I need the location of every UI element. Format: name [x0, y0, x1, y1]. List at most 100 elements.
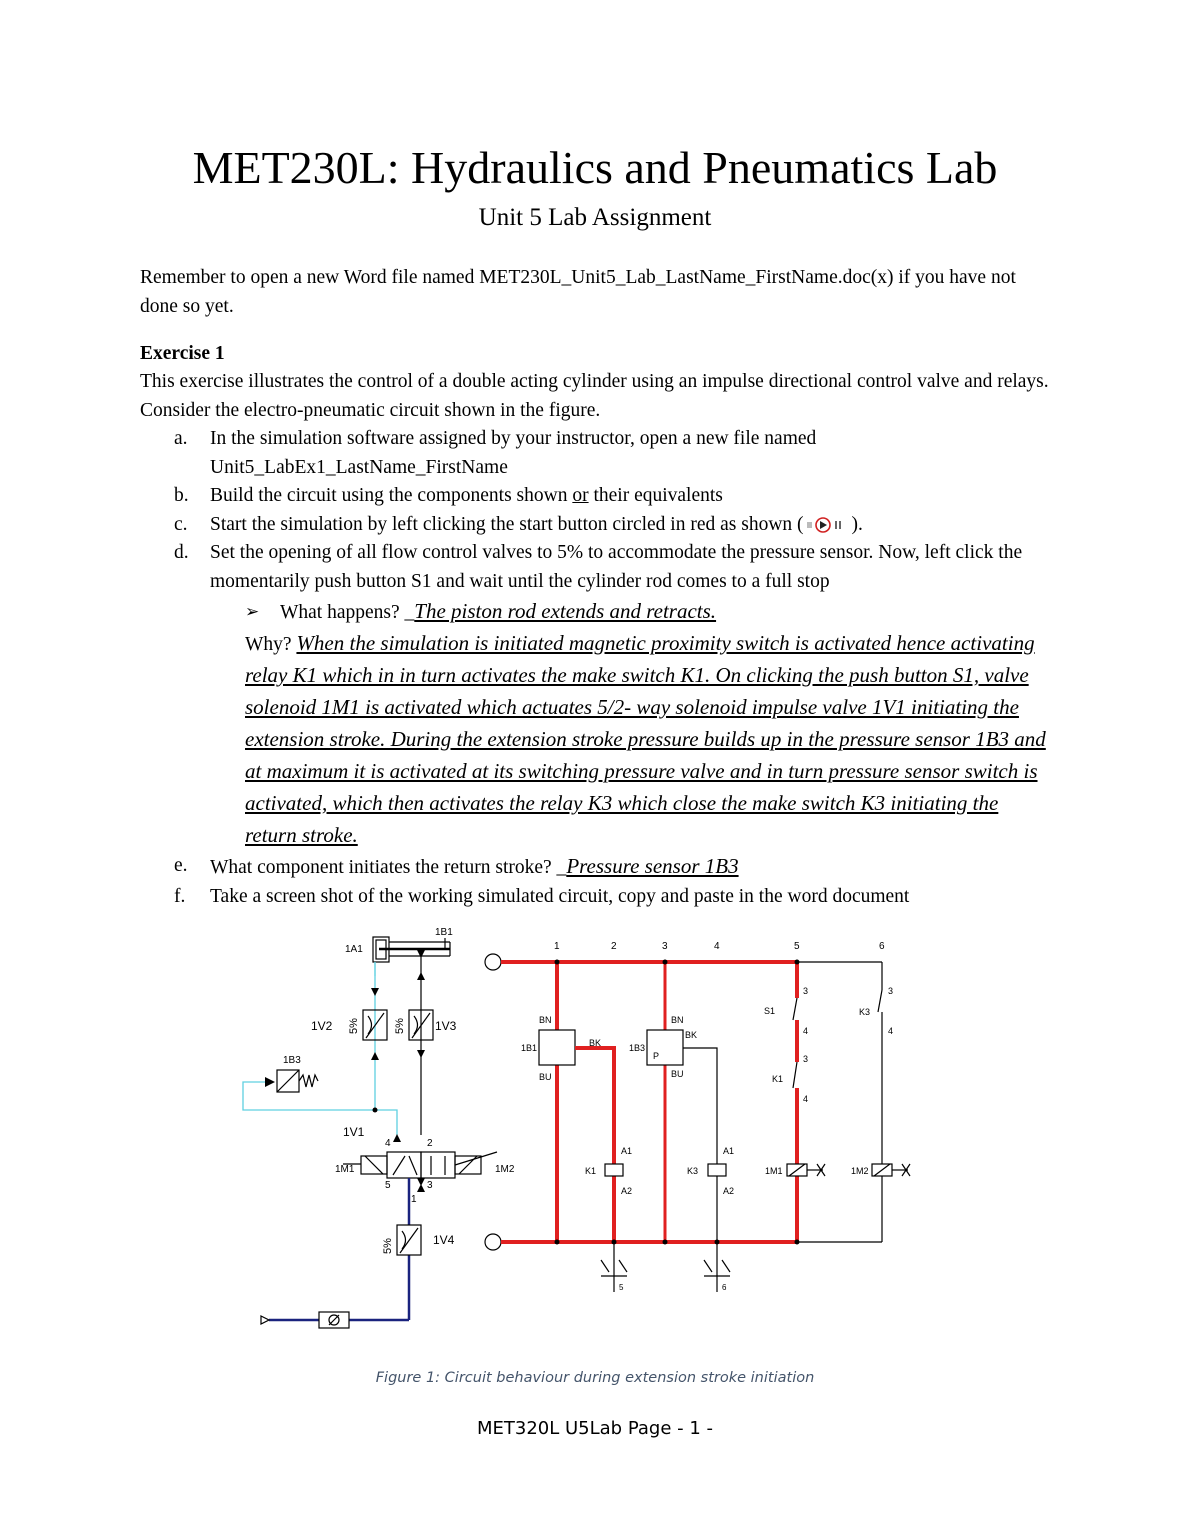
exercise-heading: Exercise 1	[140, 343, 225, 364]
contact-k3-label: K3	[859, 1007, 870, 1017]
document-subtitle: Unit 5 Lab Assignment	[478, 204, 712, 231]
why-label: Why?	[245, 634, 297, 655]
wire-label: BN	[671, 1015, 684, 1025]
contact-number: 3	[803, 986, 808, 996]
play-button-icon	[806, 517, 841, 533]
list-item-a: a. In the simulation software assigned b…	[140, 425, 1050, 482]
pressure-sensor-switch-1b3	[646, 1029, 684, 1066]
flow-valve-1v2	[362, 1009, 388, 1041]
why-answer: When the simulation is initiated magneti…	[245, 631, 1046, 847]
list-marker: f.	[174, 885, 186, 907]
reference-number: 5	[619, 1283, 624, 1292]
power-terminal-top	[484, 953, 502, 971]
intro-paragraph: Remember to open a new Word file named M…	[140, 267, 1016, 317]
list-item-e: e. What component initiates the return s…	[140, 852, 1050, 883]
contact-k3	[877, 989, 883, 1013]
sensor-1b3-label: 1B3	[629, 1043, 645, 1053]
port-label: 5	[385, 1180, 391, 1191]
opening-label: 5%	[382, 1238, 394, 1254]
contact-number: 4	[803, 1026, 808, 1036]
flow-valve-1v4-label: 1V4	[433, 1233, 455, 1247]
contact-number: 4	[888, 1026, 893, 1036]
electrical-circuit: 1 2 3 4 5 6 1B1 BN BK BU K1 A1	[484, 941, 911, 1292]
list-marker: b.	[174, 485, 189, 506]
circuit-diagram: 1A1 1B1 1V2 5%	[242, 927, 911, 1329]
opening-label: 5%	[348, 1018, 360, 1034]
coil-label: A1	[723, 1146, 734, 1156]
proximity-sensor-1b1	[538, 1029, 576, 1066]
what-happens-item: ➢ What happens? _The piston rod extends …	[140, 596, 1050, 628]
relay-k3-coil	[707, 1163, 727, 1177]
wire-label: BU	[539, 1072, 552, 1082]
main-valve-1v1	[343, 1151, 498, 1179]
rung-number: 2	[611, 941, 617, 952]
coil-label: A1	[621, 1146, 632, 1156]
coil-label: A2	[723, 1186, 734, 1196]
solenoid-1m2-label: 1M2	[495, 1164, 515, 1175]
switch-s1-label: S1	[764, 1006, 775, 1016]
port-label: 3	[427, 1180, 433, 1191]
port-label: 2	[427, 1138, 433, 1149]
opening-label: 5%	[394, 1018, 406, 1034]
list-item-text: Take a screen shot of the working simula…	[210, 885, 910, 907]
list-item-text: What component initiates the return stro…	[210, 857, 567, 878]
list-item-text: ).	[851, 513, 863, 535]
list-item-d: d. Set the opening of all flow control v…	[140, 539, 1050, 596]
list-marker: e.	[174, 855, 188, 876]
list-item-text: Build the circuit using the components s…	[210, 485, 573, 506]
document-title: MET230L: Hydraulics and Pneumatics Lab	[192, 142, 998, 193]
flow-valve-1v3-label: 1V3	[435, 1019, 457, 1033]
relay-k1-label: K1	[585, 1166, 596, 1176]
flow-valve-1v4	[396, 1224, 422, 1256]
flow-valve-1v3	[408, 1009, 434, 1041]
main-valve-label: 1V1	[343, 1125, 365, 1139]
what-happens-label: What happens? _	[280, 602, 415, 623]
contact-k1	[792, 1061, 798, 1089]
wire-label: BK	[589, 1038, 601, 1048]
rung-number: 4	[714, 941, 720, 952]
solenoid-1m2-label: 1M2	[851, 1166, 869, 1176]
list-item-text: Set the opening of all flow control valv…	[210, 542, 1023, 592]
list-item-b: b. Build the circuit using the component…	[140, 482, 1050, 511]
relay-k1-coil	[604, 1163, 624, 1177]
figure-caption: Figure 1: Circuit behaviour during exten…	[375, 1370, 815, 1386]
relay-k3-label: K3	[687, 1166, 698, 1176]
arrow-bullet-icon: ➢	[245, 602, 260, 621]
wire-label: BN	[539, 1015, 552, 1025]
contact-reference-k1: 5	[600, 1242, 628, 1292]
list-marker: c.	[174, 513, 188, 535]
cylinder-1a1	[372, 936, 451, 976]
list-marker: a.	[174, 428, 188, 449]
solenoid-1m1-label: 1M1	[765, 1166, 783, 1176]
pressure-sensor-label: 1B3	[283, 1055, 301, 1066]
pressure-symbol: P	[653, 1051, 659, 1061]
contact-reference-k3: 6	[703, 1242, 731, 1292]
exercise-description: This exercise illustrates the control of…	[140, 371, 1049, 421]
list-item-text: their equivalents	[588, 485, 723, 506]
contact-number: 4	[803, 1094, 808, 1104]
flow-valve-1v2-label: 1V2	[311, 1019, 333, 1033]
rung-number: 6	[879, 941, 885, 952]
port-label: 1	[411, 1194, 417, 1205]
power-terminal-bottom	[484, 1233, 502, 1251]
underlined-word: or	[572, 485, 589, 506]
wire-label: BU	[671, 1069, 684, 1079]
wire-label: BK	[685, 1030, 697, 1040]
pneumatic-circuit: 1A1 1B1 1V2 5%	[242, 927, 515, 1329]
list-item-text: Start the simulation by left clicking th…	[210, 513, 804, 535]
solenoid-1m1-label: 1M1	[335, 1164, 355, 1175]
contact-number: 3	[888, 986, 893, 996]
instruction-list: a. In the simulation software assigned b…	[140, 425, 1050, 911]
page-footer: MET320L U5Lab Page - 1 -	[476, 1418, 714, 1439]
reference-number: 6	[722, 1283, 727, 1292]
cylinder-label: 1A1	[345, 944, 363, 955]
list-item-text: In the simulation software assigned by y…	[210, 428, 817, 478]
list-marker: d.	[174, 542, 189, 563]
rung-number: 1	[554, 941, 560, 952]
rung-number: 3	[662, 941, 668, 952]
port-label: 4	[385, 1138, 391, 1149]
list-item-f: f. Take a screen shot of the working sim…	[140, 883, 1050, 912]
push-button-s1	[792, 997, 798, 1021]
sensor-1b1-label: 1B1	[521, 1043, 537, 1053]
